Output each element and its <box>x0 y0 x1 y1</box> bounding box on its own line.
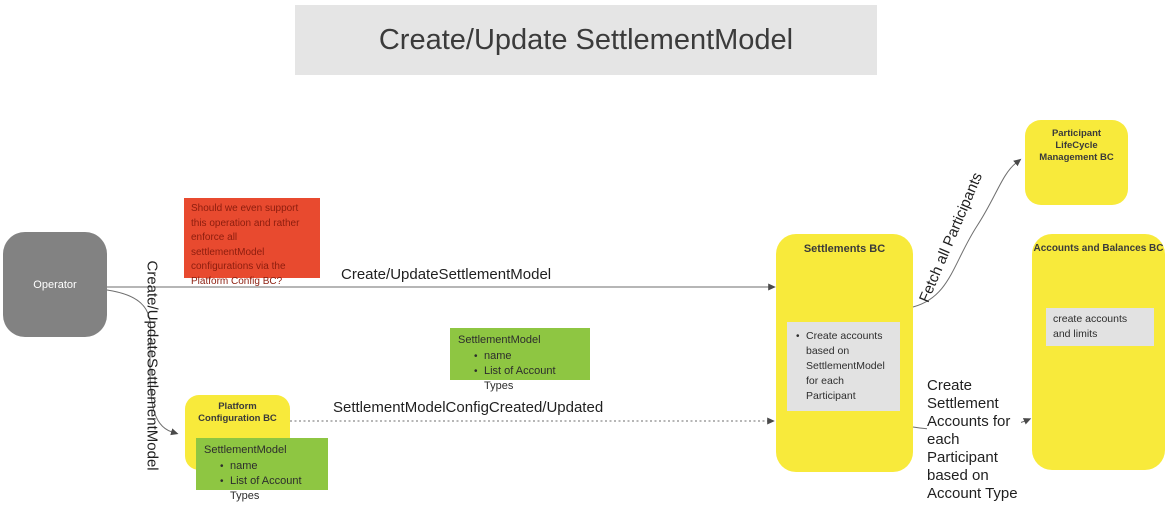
red-question-note: Should we even support this operation an… <box>184 198 320 287</box>
node-participant-lifecycle-management-bc: Participant LifeCycle Management BC <box>1025 120 1128 205</box>
participant-lifecycle-label: Participant LifeCycle Management BC <box>1039 128 1114 163</box>
edge-label-create-update-horizontal: Create/UpdateSettlementModel <box>341 266 552 283</box>
note-item: List of Account Types <box>218 474 322 504</box>
node-accounts-and-balances-bc: Accounts and Balances BC create accounts… <box>1032 234 1165 470</box>
note-item: List of Account Types <box>472 364 584 394</box>
settlement-model-note-bottom: SettlementModel name List of Account Typ… <box>196 438 328 502</box>
note-item: name <box>472 349 584 364</box>
diagram-title: Create/Update SettlementModel <box>378 23 794 56</box>
diagram-title-banner: Create/Update SettlementModel <box>295 5 877 75</box>
node-operator: Operator <box>3 232 107 337</box>
edge-label-create-settlement-accounts: Create Settlement Accounts for each Part… <box>927 377 1021 503</box>
accounts-balances-label: Accounts and Balances BC <box>1033 243 1164 254</box>
note-item: name <box>218 459 322 474</box>
node-settlements-bc: Settlements BC Create accounts based on … <box>776 234 913 472</box>
settlements-bc-note-item: Create accounts based on SettlementModel… <box>793 329 895 404</box>
edge-label-fetch-all-participants: Fetch all Participants <box>915 170 987 305</box>
edge-label-config-created-updated: SettlementModelConfigCreated/Updated <box>333 399 604 416</box>
settlement-model-note-bottom-list: name List of Account Types <box>196 459 328 508</box>
operator-label: Operator <box>33 278 77 291</box>
settlement-model-note-mid-list: name List of Account Types <box>450 349 590 400</box>
settlement-model-note-mid: SettlementModel name List of Account Typ… <box>450 328 590 392</box>
settlement-model-note-bottom-title: SettlementModel <box>204 444 287 456</box>
edge-create-update-curved <box>106 289 179 436</box>
settlements-bc-note: Create accounts based on SettlementModel… <box>787 322 900 411</box>
accounts-balances-note: create accounts and limits <box>1046 308 1154 346</box>
settlements-bc-label: Settlements BC <box>803 243 886 255</box>
settlement-model-note-mid-title: SettlementModel <box>458 334 541 346</box>
platform-configuration-bc-label: Platform Configuration BC <box>198 401 277 424</box>
edge-label-create-update-curved: Create/UpdateSettlementModel <box>143 260 161 471</box>
